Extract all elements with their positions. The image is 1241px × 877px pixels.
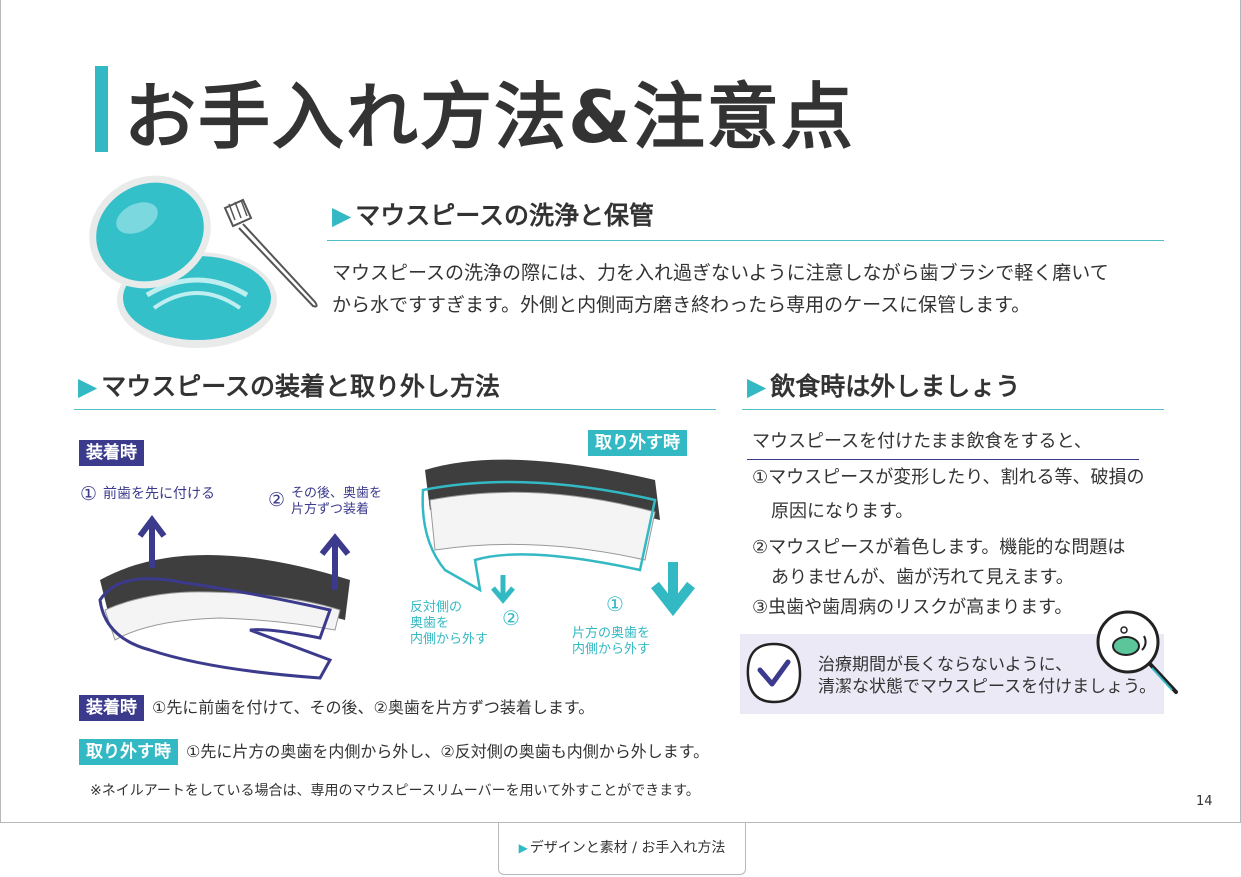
page-number: 14 xyxy=(1196,794,1213,809)
nail-art-note: ※ネイルアートをしている場合は、専用のマウスピースリムーバーを用いて外すことがで… xyxy=(90,783,700,799)
mouthpiece-case-illustration xyxy=(89,175,277,348)
cleaning-line-2: から水ですすぎます。外側と内側両方磨き終わったら専用のケースに保管します。 xyxy=(332,294,1031,316)
step2-label: ② その後、奥歯を片方ずつ装着 xyxy=(268,486,383,517)
wearing-teeth-illustration xyxy=(98,515,351,680)
removal-teeth-illustration xyxy=(421,459,695,617)
triangle-icon: ▶ xyxy=(518,841,528,855)
title-accent-bar xyxy=(95,66,108,152)
eating-item2-a: ②マウスピースが着色します。機能的な問題は xyxy=(752,537,1126,558)
wear-tag: 装着時 xyxy=(79,440,144,466)
eating-item1-a: ①マウスピースが変形したり、割れる等、破損の xyxy=(752,467,1145,488)
eating-rule xyxy=(742,409,1164,410)
checkmark-icon xyxy=(746,642,802,704)
eating-lead: マウスピースを付けたまま飲食をすると、 xyxy=(752,431,1092,452)
remove-tag: 取り外す時 xyxy=(588,430,687,456)
cleaning-heading: ▶マウスピースの洗浄と保管 xyxy=(332,201,654,230)
triangle-icon: ▶ xyxy=(78,372,98,401)
tip-text: 治療期間が長くならないように、 清潔な状態でマウスピースを付けましょう。 xyxy=(818,655,1157,697)
eating-lead-underline xyxy=(747,459,1139,460)
footer-tab[interactable]: ▶デザインと素材 / お手入れ方法 xyxy=(498,823,746,875)
eating-item1-b: 原因になります。 xyxy=(771,501,914,522)
remove2-num: ② xyxy=(502,606,520,630)
cleaning-rule xyxy=(327,240,1164,241)
footer-label: デザインと素材 / お手入れ方法 xyxy=(529,840,726,856)
eating-item3: ③虫歯や歯周病のリスクが高まります。 xyxy=(752,597,1073,618)
magnifier-bacteria-icon xyxy=(1096,610,1178,694)
toothbrush-icon xyxy=(223,198,318,308)
tip-box xyxy=(740,634,1164,714)
page-title: お手入れ方法&注意点 xyxy=(124,75,855,159)
remove1-label: 片方の奥歯を 内側から外す xyxy=(572,626,651,657)
cleaning-line-1: マウスピースの洗浄の際には、力を入れ過ぎないように注意しながら歯ブラシで軽く磨い… xyxy=(332,262,1109,284)
eating-heading: ▶飲食時は外しましょう xyxy=(747,372,1021,401)
triangle-icon: ▶ xyxy=(747,372,767,401)
wearing-heading: ▶マウスピースの装着と取り外し方法 xyxy=(78,372,500,401)
triangle-icon: ▶ xyxy=(332,201,352,230)
eating-item2-b: ありませんが、歯が汚れて見えます。 xyxy=(771,567,1074,588)
wearing-rule xyxy=(74,409,716,410)
remove1-num: ① xyxy=(606,592,624,616)
remove2-label: 反対側の 奥歯を 内側から外す xyxy=(410,600,489,647)
